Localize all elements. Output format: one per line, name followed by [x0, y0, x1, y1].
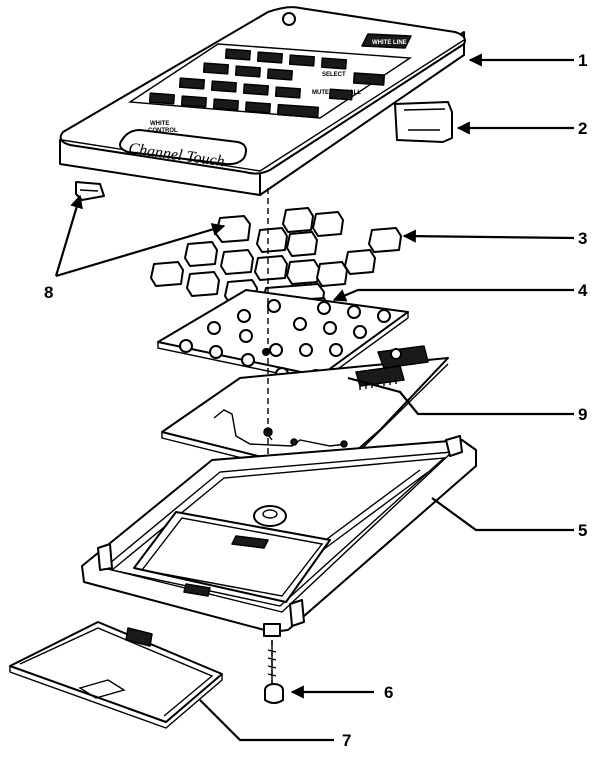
- button-field: SELECT MUTE & RECALL: [127, 43, 413, 119]
- top-badge: WHITE LINE: [361, 33, 412, 49]
- callout-9: 9: [578, 405, 587, 424]
- part-6-screw: [264, 640, 284, 704]
- part-1-remote-housing: WHITE LINE SELECT MUTE & RECALL: [59, 6, 466, 201]
- callout-6: 6: [384, 683, 393, 702]
- callout-8: 8: [44, 283, 53, 302]
- callout-7: 7: [342, 731, 351, 750]
- part-5-bottom-case: [81, 435, 477, 637]
- brand-sub-text: CONTROL: [148, 128, 178, 134]
- callout-2: 2: [578, 119, 587, 138]
- callout-leaders: [54, 53, 575, 742]
- part-7-battery-cover: [9, 621, 223, 729]
- callout-4: 4: [578, 281, 588, 300]
- select-label: SELECT: [322, 72, 346, 78]
- callout-5: 5: [578, 521, 587, 540]
- callout-labels: 1 2 3 4 5 6 7 8 9: [44, 51, 588, 750]
- brand-top-text: WHITE: [150, 121, 169, 127]
- washer: [253, 505, 287, 527]
- part-2-side-clip: [394, 101, 453, 143]
- ir-window-icon: [282, 12, 296, 26]
- part-9-circuit-board: [161, 345, 449, 481]
- callout-1: 1: [578, 51, 587, 70]
- callout-3: 3: [578, 229, 587, 248]
- top-badge-text: WHITE LINE: [372, 40, 407, 46]
